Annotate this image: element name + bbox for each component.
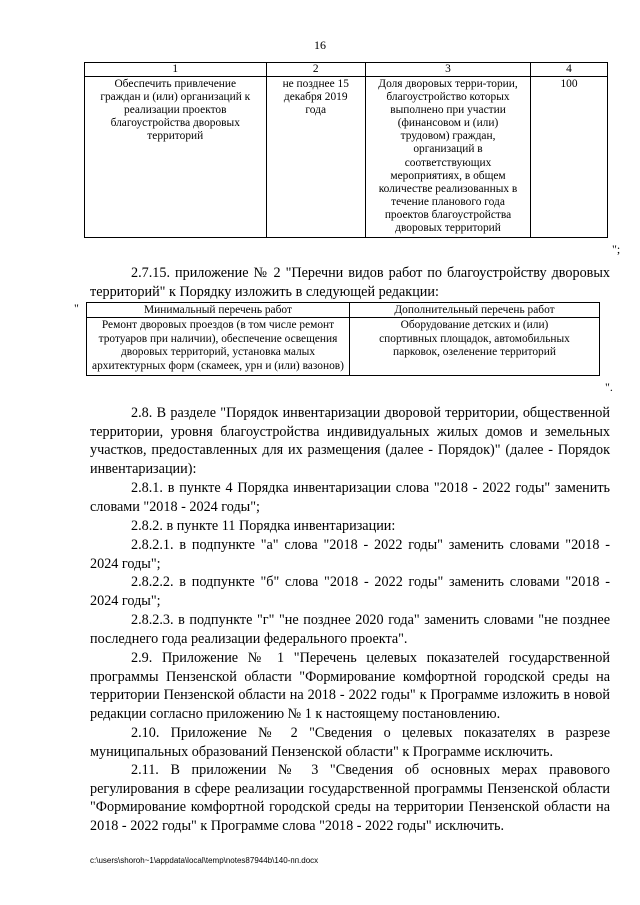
paragraph-2-10: 2.10. Приложение № 2 "Сведения о целевых… — [90, 725, 610, 760]
indicator-cell: Доля дворовых терри-тории, благоустройст… — [364, 75, 532, 239]
min-works-header: Минимальный перечень работ — [86, 301, 350, 319]
column-number-3: 3 — [364, 62, 532, 77]
paragraph-2-8-2-3: 2.8.2.3. в подпункте "г" "не позднее 202… — [90, 612, 610, 647]
paragraph-2-7-15: 2.7.15. приложение № 2 "Перечни видов ра… — [90, 265, 610, 300]
extra-works-cell: Оборудование детских и (или) спортивных … — [349, 317, 600, 377]
table-row: Обеспечить привлечение граждан и (или) о… — [84, 75, 608, 239]
opening-quote-mark: " — [74, 301, 79, 315]
indicators-table: 1 2 3 4 Обеспечить привлечение граждан и… — [84, 62, 608, 239]
task-cell: Обеспечить привлечение граждан и (или) о… — [84, 75, 267, 239]
paragraph-2-8: 2.8. В разделе "Порядок инвентаризации д… — [90, 405, 610, 478]
paragraph-2-8-2-2: 2.8.2.2. в подпункте "б" слова "2018 - 2… — [90, 574, 610, 609]
value-cell: 100 — [530, 75, 608, 239]
paragraph-2-11: 2.11. В приложении № 3 "Сведения об осно… — [90, 762, 610, 835]
document-file-path: c:\users\shoroh~1\appdata\local\temp\not… — [90, 856, 319, 865]
table-row: Ремонт дворовых проездов (в том числе ре… — [86, 317, 600, 377]
paragraph-2-8-2: 2.8.2. в пункте 11 Порядка инвентаризаци… — [131, 518, 396, 534]
paragraph-2-8-1: 2.8.1. в пункте 4 Порядка инвентаризации… — [90, 480, 610, 515]
closing-quote-mark: "; — [612, 242, 621, 256]
min-works-cell: Ремонт дворовых проездов (в том числе ре… — [86, 317, 350, 377]
deadline-cell: не позднее 15 декабря 2019 года — [265, 75, 366, 239]
paragraph-2-9: 2.9. Приложение № 1 "Перечень целевых по… — [90, 650, 610, 723]
table-header-row: 1 2 3 4 — [84, 62, 608, 77]
paragraph-2-8-2-1: 2.8.2.1. в подпункте "а" слова "2018 - 2… — [90, 537, 610, 572]
table-header-row: Минимальный перечень работ Дополнительны… — [86, 301, 600, 319]
works-list-table: Минимальный перечень работ Дополнительны… — [86, 301, 600, 377]
extra-works-header: Дополнительный перечень работ — [349, 301, 600, 319]
column-number-4: 4 — [530, 62, 608, 77]
closing-quote-mark: ". — [605, 380, 613, 394]
column-number-2: 2 — [265, 62, 366, 77]
column-number-1: 1 — [84, 62, 267, 77]
page-number: 16 — [314, 38, 326, 52]
